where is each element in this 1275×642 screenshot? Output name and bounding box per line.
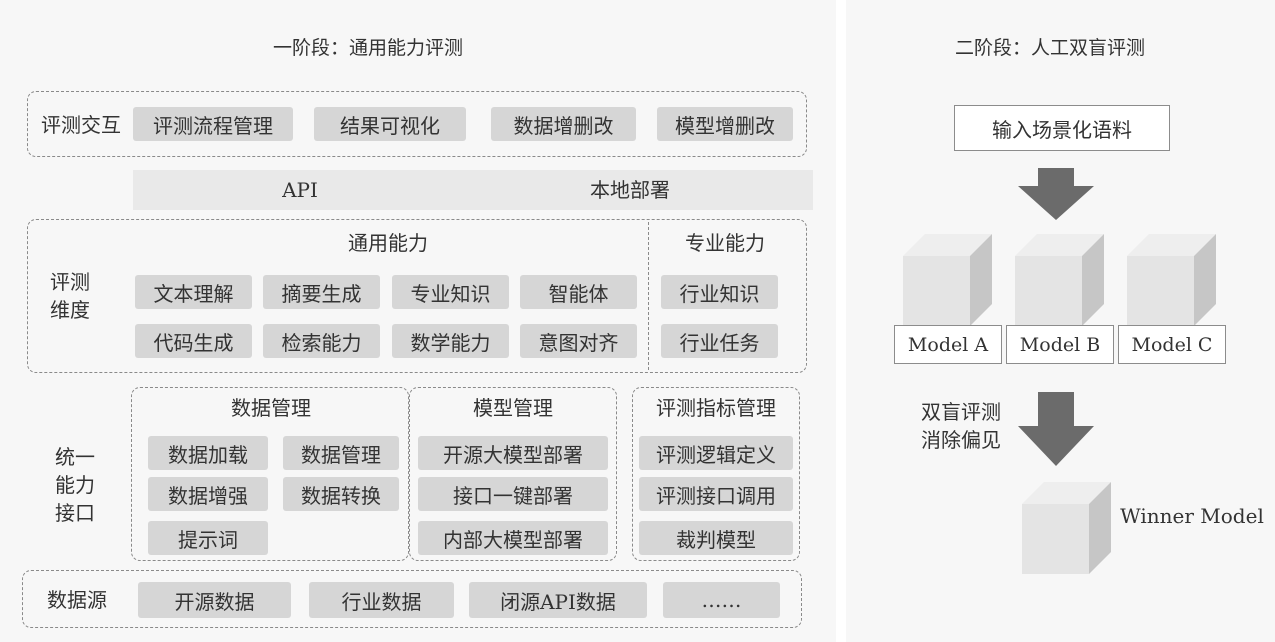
input-corpus-box: 输入场景化语料 bbox=[954, 105, 1170, 151]
access-local-deploy: 本地部署 bbox=[590, 178, 670, 202]
chip-data-manage[interactable]: 数据管理 bbox=[283, 436, 399, 470]
chip-retrieval[interactable]: 检索能力 bbox=[263, 324, 380, 358]
down-arrow-icon bbox=[1018, 168, 1094, 220]
stage2-title: 二阶段：人工双盲评测 bbox=[954, 37, 1145, 59]
chip-model-crud[interactable]: 模型增删改 bbox=[657, 107, 793, 141]
model-b-label: Model B bbox=[1006, 325, 1114, 364]
dimensions-group bbox=[27, 219, 807, 373]
chip-judge-model[interactable]: 裁判模型 bbox=[639, 521, 793, 555]
dimensions-label-line1: 评测 bbox=[50, 270, 90, 294]
chip-industry-knowledge[interactable]: 行业知识 bbox=[661, 275, 778, 309]
chip-closed-api-data[interactable]: 闭源API数据 bbox=[469, 582, 647, 618]
chip-industry-data[interactable]: 行业数据 bbox=[309, 582, 454, 618]
chip-math[interactable]: 数学能力 bbox=[392, 324, 509, 358]
chip-summary-generation[interactable]: 摘要生成 bbox=[263, 275, 380, 309]
chip-text-understanding[interactable]: 文本理解 bbox=[135, 275, 252, 309]
chip-code-generation[interactable]: 代码生成 bbox=[135, 324, 252, 358]
winner-model-label: Winner Model bbox=[1120, 504, 1264, 528]
interaction-label: 评测交互 bbox=[41, 113, 121, 137]
sources-label: 数据源 bbox=[47, 588, 107, 612]
cube-icon bbox=[1127, 234, 1216, 326]
chip-open-model-deploy[interactable]: 开源大模型部署 bbox=[418, 436, 608, 470]
unified-label-line3: 接口 bbox=[55, 501, 95, 525]
data-mgmt-title: 数据管理 bbox=[231, 396, 311, 420]
chip-api-one-click-deploy[interactable]: 接口一键部署 bbox=[418, 477, 608, 511]
blind-eval-label-line2: 消除偏见 bbox=[921, 428, 1001, 452]
chip-industry-task[interactable]: 行业任务 bbox=[661, 324, 778, 358]
chip-eval-process[interactable]: 评测流程管理 bbox=[133, 107, 293, 141]
chip-data-load[interactable]: 数据加载 bbox=[148, 436, 268, 470]
professional-ability-title: 专业能力 bbox=[685, 231, 765, 255]
chip-internal-model-deploy[interactable]: 内部大模型部署 bbox=[418, 521, 608, 555]
metric-mgmt-group bbox=[632, 387, 800, 561]
blind-eval-label-line1: 双盲评测 bbox=[921, 400, 1001, 424]
chip-data-augment[interactable]: 数据增强 bbox=[148, 477, 268, 511]
chip-data-transform[interactable]: 数据转换 bbox=[283, 477, 399, 511]
model-mgmt-title: 模型管理 bbox=[473, 396, 553, 420]
chip-intent-alignment[interactable]: 意图对齐 bbox=[520, 324, 637, 358]
chip-result-visualization[interactable]: 结果可视化 bbox=[314, 107, 466, 141]
cube-icon bbox=[1015, 234, 1104, 326]
stage1-title: 一阶段：通用能力评测 bbox=[272, 37, 463, 59]
chip-prompt[interactable]: 提示词 bbox=[148, 521, 268, 555]
chip-open-data[interactable]: 开源数据 bbox=[138, 582, 291, 618]
access-api: API bbox=[282, 178, 318, 202]
model-c-label: Model C bbox=[1118, 325, 1226, 364]
down-arrow-icon bbox=[1018, 392, 1094, 466]
general-ability-title: 通用能力 bbox=[348, 231, 428, 255]
access-bar bbox=[133, 170, 813, 210]
model-a-label: Model A bbox=[894, 325, 1002, 364]
sources-group bbox=[22, 570, 802, 628]
dimensions-label-line2: 维度 bbox=[50, 298, 90, 322]
metric-mgmt-title: 评测指标管理 bbox=[656, 396, 776, 420]
chip-eval-logic-def[interactable]: 评测逻辑定义 bbox=[639, 436, 793, 470]
unified-label-line1: 统一 bbox=[55, 445, 95, 469]
data-mgmt-group bbox=[131, 387, 409, 561]
chip-agent[interactable]: 智能体 bbox=[520, 275, 637, 309]
chip-domain-knowledge[interactable]: 专业知识 bbox=[392, 275, 509, 309]
unified-label-line2: 能力 bbox=[55, 473, 95, 497]
cube-icon bbox=[903, 234, 992, 326]
professional-subgroup bbox=[648, 222, 804, 370]
chip-eval-api-call[interactable]: 评测接口调用 bbox=[639, 477, 793, 511]
chip-more[interactable]: …… bbox=[663, 582, 780, 618]
chip-data-crud[interactable]: 数据增删改 bbox=[491, 107, 636, 141]
interaction-group bbox=[27, 91, 807, 157]
model-mgmt-group bbox=[409, 387, 617, 561]
cube-icon bbox=[1022, 482, 1111, 574]
